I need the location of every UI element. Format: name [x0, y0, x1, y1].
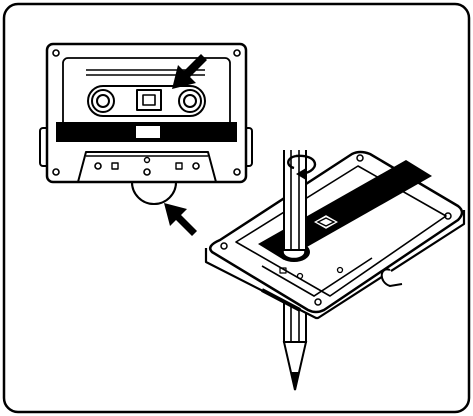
cassette-body [47, 44, 246, 182]
cassette-front-view [40, 44, 252, 204]
